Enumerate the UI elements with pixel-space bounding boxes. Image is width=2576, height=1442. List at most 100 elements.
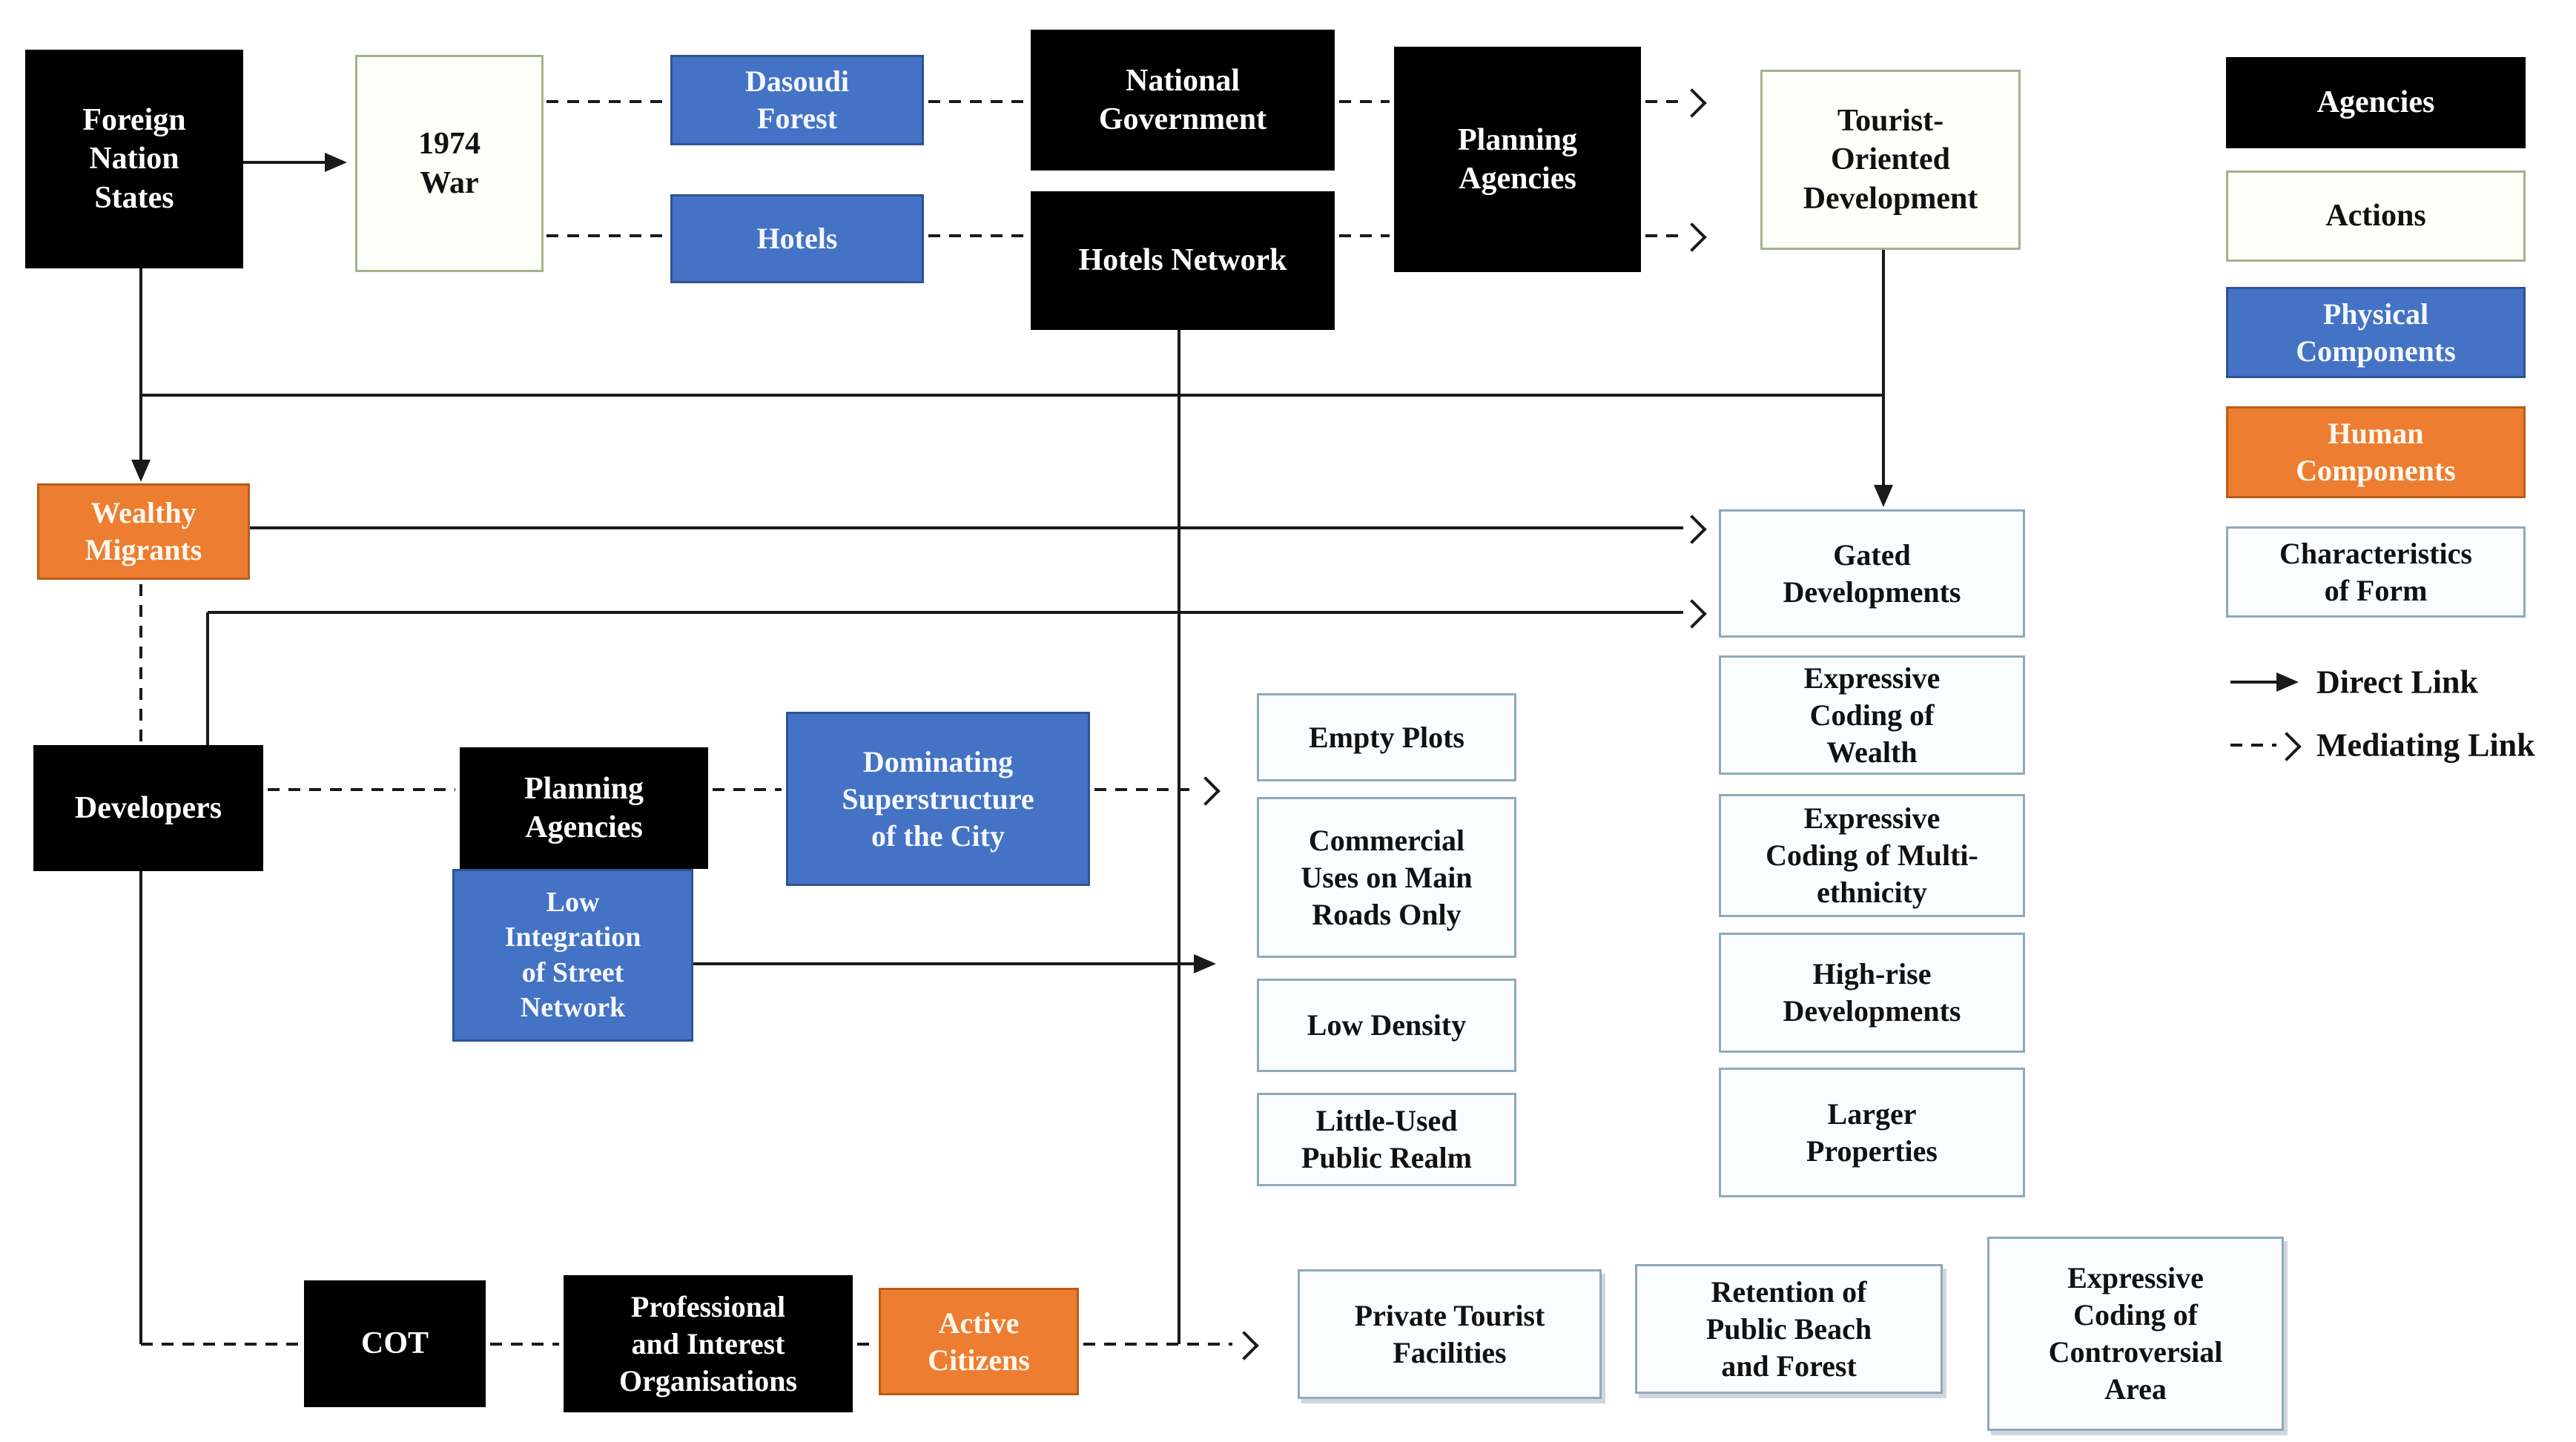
edge-legend-mediating-arrow	[2230, 744, 2276, 747]
node-little-used-public-realm: Little-Used Public Realm	[1257, 1093, 1516, 1186]
node-label: Planning Agencies	[1457, 122, 1578, 196]
node-developers: Developers	[33, 745, 263, 871]
edge-developers-down	[139, 871, 142, 1344]
node-expressive-coding-of-multi-ethnicity: Expressive Coding of Multi- ethnicity	[1719, 794, 2025, 917]
edge-legend-direct-arrow	[2230, 681, 2278, 684]
arrowhead-open-dominating-right	[1191, 776, 1221, 806]
arrowhead-open-active-citizens-to-private-tourist	[1229, 1331, 1259, 1360]
node-label: Dasoudi Forest	[744, 65, 850, 135]
node-label: National Government	[1098, 63, 1267, 137]
arrowhead-solid-tod-down-to-gated	[1874, 485, 1893, 507]
edge-developers-to-planning-mid	[268, 788, 455, 791]
node-label: Hotels Network	[1078, 243, 1287, 278]
node-label: Low Integration of Street Network	[504, 886, 641, 1024]
edge-low-integration-right	[693, 962, 1195, 965]
edge-fns-branch-right	[141, 394, 1883, 397]
node-legend-human-components: Human Components	[2226, 406, 2526, 498]
node-professional-interest-organisations: Professional and Interest Organisations	[564, 1275, 853, 1412]
node-planning-agencies-top: Planning Agencies	[1394, 47, 1641, 272]
edge-planning-to-tod-lower	[1645, 234, 1680, 237]
node-legend-agencies: Agencies	[2226, 57, 2526, 148]
edge-developers-to-gated	[206, 612, 209, 745]
node-active-citizens: Active Citizens	[879, 1288, 1079, 1395]
arrowhead-open-legend-mediating-arrow	[2272, 732, 2302, 761]
edge-fns-to-1974war	[243, 161, 328, 164]
label-direct-link: Direct Link	[2316, 664, 2478, 701]
edge-organisations-to-active-citizens	[857, 1343, 874, 1346]
arrowhead-solid-fns-down-to-wealthy-migrants	[131, 460, 151, 482]
node-label: Expressive Coding of Wealth	[1803, 661, 1941, 769]
node-label: Hotels	[756, 222, 838, 255]
arrowhead-solid-low-integration-right	[1194, 954, 1216, 973]
label-mediating-link: Mediating Link	[2316, 727, 2535, 764]
edge-dasoudi-to-natgov	[928, 100, 1026, 103]
node-label: COT	[360, 1326, 429, 1361]
arrowhead-open-developers-to-gated	[1677, 599, 1707, 629]
node-planning-agencies-mid: Planning Agencies	[460, 747, 708, 869]
edge-planning-to-tod-upper	[1645, 100, 1680, 103]
node-gated-developments: Gated Developments	[1719, 509, 2025, 638]
node-label: Dominating Superstructure of the City	[842, 744, 1034, 853]
node-tourist-oriented-development: Tourist- Oriented Development	[1760, 70, 2021, 250]
node-high-rise-developments: High-rise Developments	[1719, 933, 2025, 1053]
node-label: Empty Plots	[1309, 720, 1464, 754]
edge-hotelsnetwork-to-planning	[1339, 234, 1390, 237]
node-low-integration-street-network: Low Integration of Street Network	[452, 869, 693, 1042]
node-label: Commercial Uses on Main Roads Only	[1301, 823, 1473, 931]
node-expressive-coding-of-wealth: Expressive Coding of Wealth	[1719, 655, 2025, 775]
node-war-1974: 1974 War	[355, 55, 544, 272]
edge-hotels-network-down	[1178, 330, 1180, 1344]
edge-hotels-to-hotelsnetwork	[928, 234, 1026, 237]
node-label: Developers	[74, 790, 222, 825]
node-foreign-nation-states: Foreign Nation States	[25, 50, 243, 268]
node-wealthy-migrants: Wealthy Migrants	[37, 483, 250, 580]
node-label: Physical Components	[2296, 297, 2456, 368]
node-larger-properties: Larger Properties	[1719, 1068, 2025, 1197]
node-legend-actions: Actions	[2226, 171, 2526, 262]
edge-fns-down-to-wealthy-migrants	[139, 268, 142, 463]
node-label: Retention of Public Beach and Forest	[1705, 1274, 1872, 1383]
edge-wealthy-migrants-to-developers	[139, 584, 142, 741]
edge-corner-to-cot	[141, 1343, 300, 1346]
edge-dominating-right	[1094, 788, 1194, 791]
node-label: Human Components	[2296, 417, 2456, 487]
arrowhead-solid-fns-to-1974war	[325, 153, 347, 172]
node-national-government: National Government	[1031, 30, 1335, 171]
node-hotels: Hotels	[670, 194, 924, 283]
node-label: Low Density	[1307, 1008, 1467, 1042]
node-label: Agencies	[2316, 85, 2435, 120]
node-legend-characteristics-of-form: Characteristics of Form	[2226, 526, 2526, 618]
node-label: Little-Used Public Realm	[1301, 1104, 1472, 1174]
node-hotels-network: Hotels Network	[1031, 191, 1335, 330]
edge-natgov-to-planning	[1339, 100, 1390, 103]
node-label: Professional and Interest Organisations	[618, 1289, 798, 1398]
edge-planning-mid-to-dominating	[713, 788, 782, 791]
node-legend-physical-components: Physical Components	[2226, 287, 2526, 378]
edge-developers-to-gated	[208, 611, 1683, 614]
node-label: Gated Developments	[1783, 538, 1961, 609]
node-label: Larger Properties	[1806, 1097, 1938, 1168]
edge-war-to-dasoudi	[546, 100, 666, 103]
arrowhead-open-planning-to-tod-upper	[1677, 88, 1707, 118]
node-label: 1974 War	[418, 127, 480, 200]
edge-cot-to-organisations	[490, 1343, 559, 1346]
node-dominating-superstructure: Dominating Superstructure of the City	[786, 712, 1090, 886]
node-cot: COT	[304, 1280, 486, 1407]
node-label: Foreign Nation States	[82, 102, 186, 215]
node-empty-plots: Empty Plots	[1257, 693, 1516, 781]
edge-tod-down-to-gated	[1882, 250, 1885, 488]
node-label: Actions	[2325, 199, 2426, 234]
edge-war-to-hotels	[546, 234, 666, 237]
node-label: Active Citizens	[928, 1306, 1030, 1377]
node-label: Wealthy Migrants	[85, 496, 202, 566]
arrowhead-open-wealthy-migrants-to-gated	[1677, 515, 1707, 544]
node-label: Private Tourist Facilities	[1354, 1298, 1545, 1369]
node-label: Tourist- Oriented Development	[1803, 103, 1978, 216]
node-label: Expressive Coding of Multi- ethnicity	[1766, 801, 1978, 909]
node-retention-public-beach-forest: Retention of Public Beach and Forest	[1635, 1264, 1943, 1394]
edge-wealthy-migrants-to-gated	[250, 526, 1683, 529]
node-expressive-coding-controversial-area: Expressive Coding of Controversial Area	[1987, 1237, 2284, 1431]
node-label: Planning Agencies	[524, 771, 644, 845]
arrowhead-solid-legend-direct-arrow	[2276, 672, 2299, 692]
